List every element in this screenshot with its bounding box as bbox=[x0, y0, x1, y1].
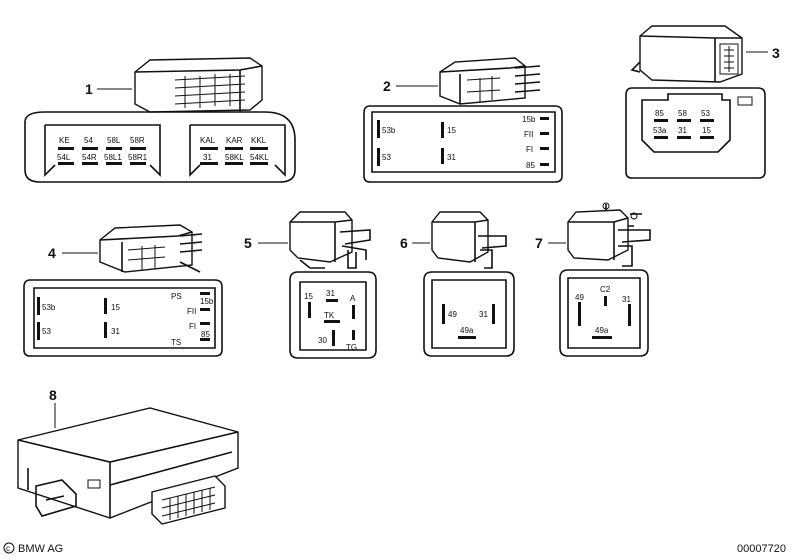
pin-49a: 49a bbox=[460, 326, 474, 335]
pin-15b: 15b bbox=[200, 297, 214, 306]
part-5-pinout bbox=[289, 271, 377, 359]
diagram-code: 00007720 bbox=[737, 543, 786, 555]
svg-text:c: c bbox=[6, 544, 10, 553]
part-5-relay[interactable] bbox=[289, 211, 371, 269]
pin-49: 49 bbox=[448, 310, 457, 319]
pin-kar: KAR bbox=[226, 136, 243, 145]
pin-49: 49 bbox=[575, 293, 584, 302]
pin-54l: 54L bbox=[57, 153, 71, 162]
pin-kkl: KKL bbox=[251, 136, 267, 145]
part-1-pinout bbox=[24, 111, 296, 183]
brand-label: BMW AG bbox=[18, 543, 63, 555]
part-6-pinout bbox=[423, 271, 515, 357]
pin-49a: 49a bbox=[595, 326, 609, 335]
part-2-pinout bbox=[363, 105, 563, 183]
callout-1: 1 bbox=[85, 81, 93, 97]
pin-31: 31 bbox=[326, 289, 335, 298]
pin-c2: C2 bbox=[600, 285, 611, 294]
pin-31: 31 bbox=[447, 153, 456, 162]
pin-ke: KE bbox=[59, 136, 70, 145]
part-6-relay[interactable] bbox=[431, 211, 507, 269]
pin-53b: 53b bbox=[382, 126, 396, 135]
pin-ts: TS bbox=[171, 338, 181, 347]
pin-fi: FI bbox=[189, 322, 196, 331]
pin-15b: 15b bbox=[522, 115, 536, 124]
pin-fii: FII bbox=[187, 307, 196, 316]
pin-15: 15 bbox=[304, 292, 313, 301]
part-7-relay[interactable] bbox=[567, 202, 651, 267]
part-3-relay[interactable] bbox=[630, 25, 743, 83]
pin-58: 58 bbox=[678, 109, 687, 118]
pin-53a: 53a bbox=[653, 126, 667, 135]
callout-7: 7 bbox=[535, 235, 543, 251]
callout-3: 3 bbox=[772, 45, 780, 61]
part-2-relay[interactable] bbox=[439, 57, 541, 105]
pin-31: 31 bbox=[622, 295, 631, 304]
pin-85: 85 bbox=[201, 330, 210, 339]
pin-85: 85 bbox=[526, 161, 535, 170]
pin-54kl: 54KL bbox=[250, 153, 269, 162]
pin-fii: FII bbox=[524, 130, 533, 139]
pin-31: 31 bbox=[678, 126, 687, 135]
pin-15: 15 bbox=[702, 126, 711, 135]
pin-53: 53 bbox=[42, 327, 51, 336]
callout-2: 2 bbox=[383, 78, 391, 94]
part-4-relay[interactable] bbox=[99, 224, 203, 273]
part-1-relay[interactable] bbox=[134, 57, 263, 113]
pin-a: A bbox=[350, 294, 356, 303]
callout-5: 5 bbox=[244, 235, 252, 251]
pin-30: 30 bbox=[318, 336, 327, 345]
pin-85: 85 bbox=[655, 109, 664, 118]
pin-58r1: 58R1 bbox=[128, 153, 148, 162]
pin-15: 15 bbox=[111, 303, 120, 312]
part-8-control-unit[interactable] bbox=[17, 407, 239, 525]
pin-53b: 53b bbox=[42, 303, 56, 312]
pin-58r: 58R bbox=[130, 136, 145, 145]
pin-31: 31 bbox=[111, 327, 120, 336]
pin-53: 53 bbox=[382, 153, 391, 162]
pin-15: 15 bbox=[447, 126, 456, 135]
part-3-pinout bbox=[625, 87, 766, 179]
part-7-pinout bbox=[559, 269, 649, 357]
pin-58l1: 58L1 bbox=[104, 153, 122, 162]
pin-54: 54 bbox=[84, 136, 93, 145]
pin-31: 31 bbox=[203, 153, 212, 162]
pin-31: 31 bbox=[479, 310, 488, 319]
pin-kal: KAL bbox=[200, 136, 216, 145]
pin-58l: 58L bbox=[107, 136, 121, 145]
pin-58kl: 58KL bbox=[225, 153, 244, 162]
pin-54r: 54R bbox=[82, 153, 97, 162]
pin-53: 53 bbox=[701, 109, 710, 118]
pin-tg: TG bbox=[346, 343, 357, 352]
pin-fi: FI bbox=[526, 145, 533, 154]
callout-6: 6 bbox=[400, 235, 408, 251]
pin-ps: PS bbox=[171, 292, 182, 301]
callout-4: 4 bbox=[48, 245, 56, 261]
copyright-mark: c bbox=[3, 542, 15, 554]
callout-8: 8 bbox=[49, 387, 57, 403]
pin-tk: TK bbox=[324, 311, 335, 320]
part-4-pinout bbox=[23, 279, 223, 357]
